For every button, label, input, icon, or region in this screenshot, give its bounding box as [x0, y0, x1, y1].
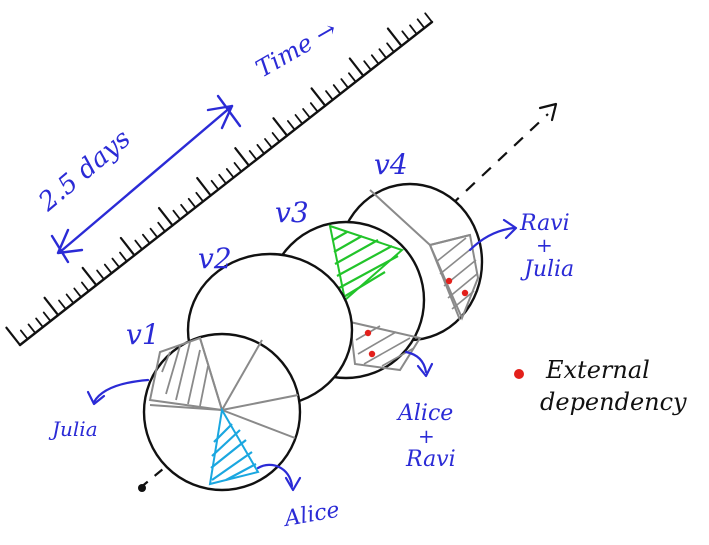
ruler-major-tick	[5, 326, 22, 347]
ruler-major-tick	[43, 296, 60, 317]
ruler-minor-tick	[111, 257, 121, 269]
v1-gray-hatch-sector	[148, 336, 224, 412]
ruler-major-tick	[272, 117, 289, 137]
owner-label-alice-ravi-1: Alice	[396, 401, 453, 426]
ruler-major-tick	[81, 266, 98, 287]
ruler-minor-tick	[386, 42, 395, 53]
v4-dependency-dot-1	[445, 277, 453, 285]
v3-dependency-dot-2	[368, 350, 376, 358]
ruler-minor-tick	[325, 90, 334, 101]
ruler-minor-tick	[103, 263, 113, 275]
ruler-minor-tick	[65, 293, 75, 305]
span-arrow	[50, 94, 242, 264]
ruler-minor-tick	[96, 269, 105, 281]
v1-blue-hatch-sector	[208, 407, 260, 486]
ruler-minor-tick	[157, 221, 166, 233]
v3-green-hatch-sector	[328, 224, 404, 302]
ruler-minor-tick	[172, 209, 182, 221]
ruler-minor-tick	[309, 102, 319, 113]
ruler-major-tick	[157, 207, 174, 227]
time-label: Time →	[251, 15, 342, 83]
ruler-major-tick	[119, 236, 136, 257]
ruler-minor-tick	[42, 311, 52, 323]
ruler-minor-tick	[210, 179, 220, 191]
ruler-minor-tick	[119, 251, 128, 263]
ruler-minor-tick	[81, 281, 90, 293]
owner-label-alice-ravi-2: +	[418, 424, 435, 448]
ruler-minor-tick	[378, 48, 388, 59]
ruler-minor-tick	[141, 233, 151, 245]
ruler-major-tick	[310, 87, 327, 107]
version-label-v4: v4	[374, 148, 408, 181]
owner-label-alice: Alice	[281, 498, 342, 533]
ruler-minor-tick	[233, 161, 243, 173]
version-label-v1: v1	[126, 318, 160, 351]
ruler-minor-tick	[286, 120, 296, 131]
v3-dependency-dot-1	[364, 329, 372, 337]
ruler-minor-tick	[424, 12, 433, 23]
ruler-major-tick	[234, 147, 250, 167]
span-label: 2.5 days	[32, 124, 136, 218]
ruler-minor-tick	[416, 18, 426, 29]
ruler-minor-tick	[409, 24, 418, 35]
ruler-minor-tick	[73, 287, 82, 299]
ruler-minor-tick	[370, 54, 380, 65]
ruler-minor-tick	[225, 167, 235, 179]
ravi-julia-annotation: Ravi + Julia	[468, 211, 574, 282]
origin-dot	[138, 484, 146, 492]
ruler-minor-tick	[363, 60, 372, 71]
ruler-minor-tick	[134, 239, 144, 251]
ruler-major-tick	[196, 177, 212, 197]
ruler-minor-tick	[264, 138, 273, 149]
timeline-ruler	[5, 12, 434, 347]
ruler-minor-tick	[347, 72, 357, 83]
version-label-v3: v3	[275, 196, 309, 229]
owner-label-julia: Julia	[48, 417, 98, 441]
disc-v1	[142, 332, 302, 492]
ruler-minor-tick	[302, 108, 311, 119]
ruler-minor-tick	[271, 132, 281, 143]
alice-annotation: Alice	[256, 463, 342, 533]
ruler-minor-tick	[35, 317, 44, 329]
ruler-minor-tick	[332, 84, 342, 95]
owner-label-ravi-julia-3: Julia	[520, 257, 574, 282]
ruler-minor-tick	[294, 114, 304, 125]
ruler-minor-tick	[58, 299, 67, 311]
ruler-minor-tick	[19, 329, 29, 340]
owner-label-ravi-julia-2: +	[536, 233, 553, 257]
legend-dependency-dot	[514, 369, 524, 379]
ruler-major-tick	[348, 57, 365, 77]
legend: External dependency	[514, 356, 687, 416]
ruler-minor-tick	[248, 149, 258, 161]
ruler-minor-tick	[218, 173, 227, 185]
ruler-minor-tick	[27, 323, 37, 334]
v4-gray-hatch-sector	[428, 233, 480, 321]
version-label-v2: v2	[198, 242, 232, 275]
ruler-ticks	[5, 12, 433, 347]
legend-line-2: dependency	[540, 388, 687, 416]
alice-ravi-annotation: Alice + Ravi	[396, 350, 456, 472]
owner-label-ravi-julia-1: Ravi	[519, 211, 570, 236]
ruler-minor-tick	[187, 197, 197, 209]
ruler-minor-tick	[401, 30, 411, 41]
ruler-minor-tick	[180, 203, 189, 215]
julia-annotation: Julia	[48, 378, 150, 441]
ruler-minor-tick	[340, 78, 350, 89]
owner-label-alice-ravi-3: Ravi	[405, 447, 456, 472]
ruler-minor-tick	[149, 227, 159, 239]
ruler-major-tick	[386, 27, 403, 48]
v3-gray-hatch-sector	[348, 320, 422, 372]
ruler-minor-tick	[256, 143, 266, 155]
legend-line-1: External	[545, 356, 650, 384]
ruler-minor-tick	[195, 191, 205, 203]
v4-dependency-dot-2	[461, 289, 469, 297]
